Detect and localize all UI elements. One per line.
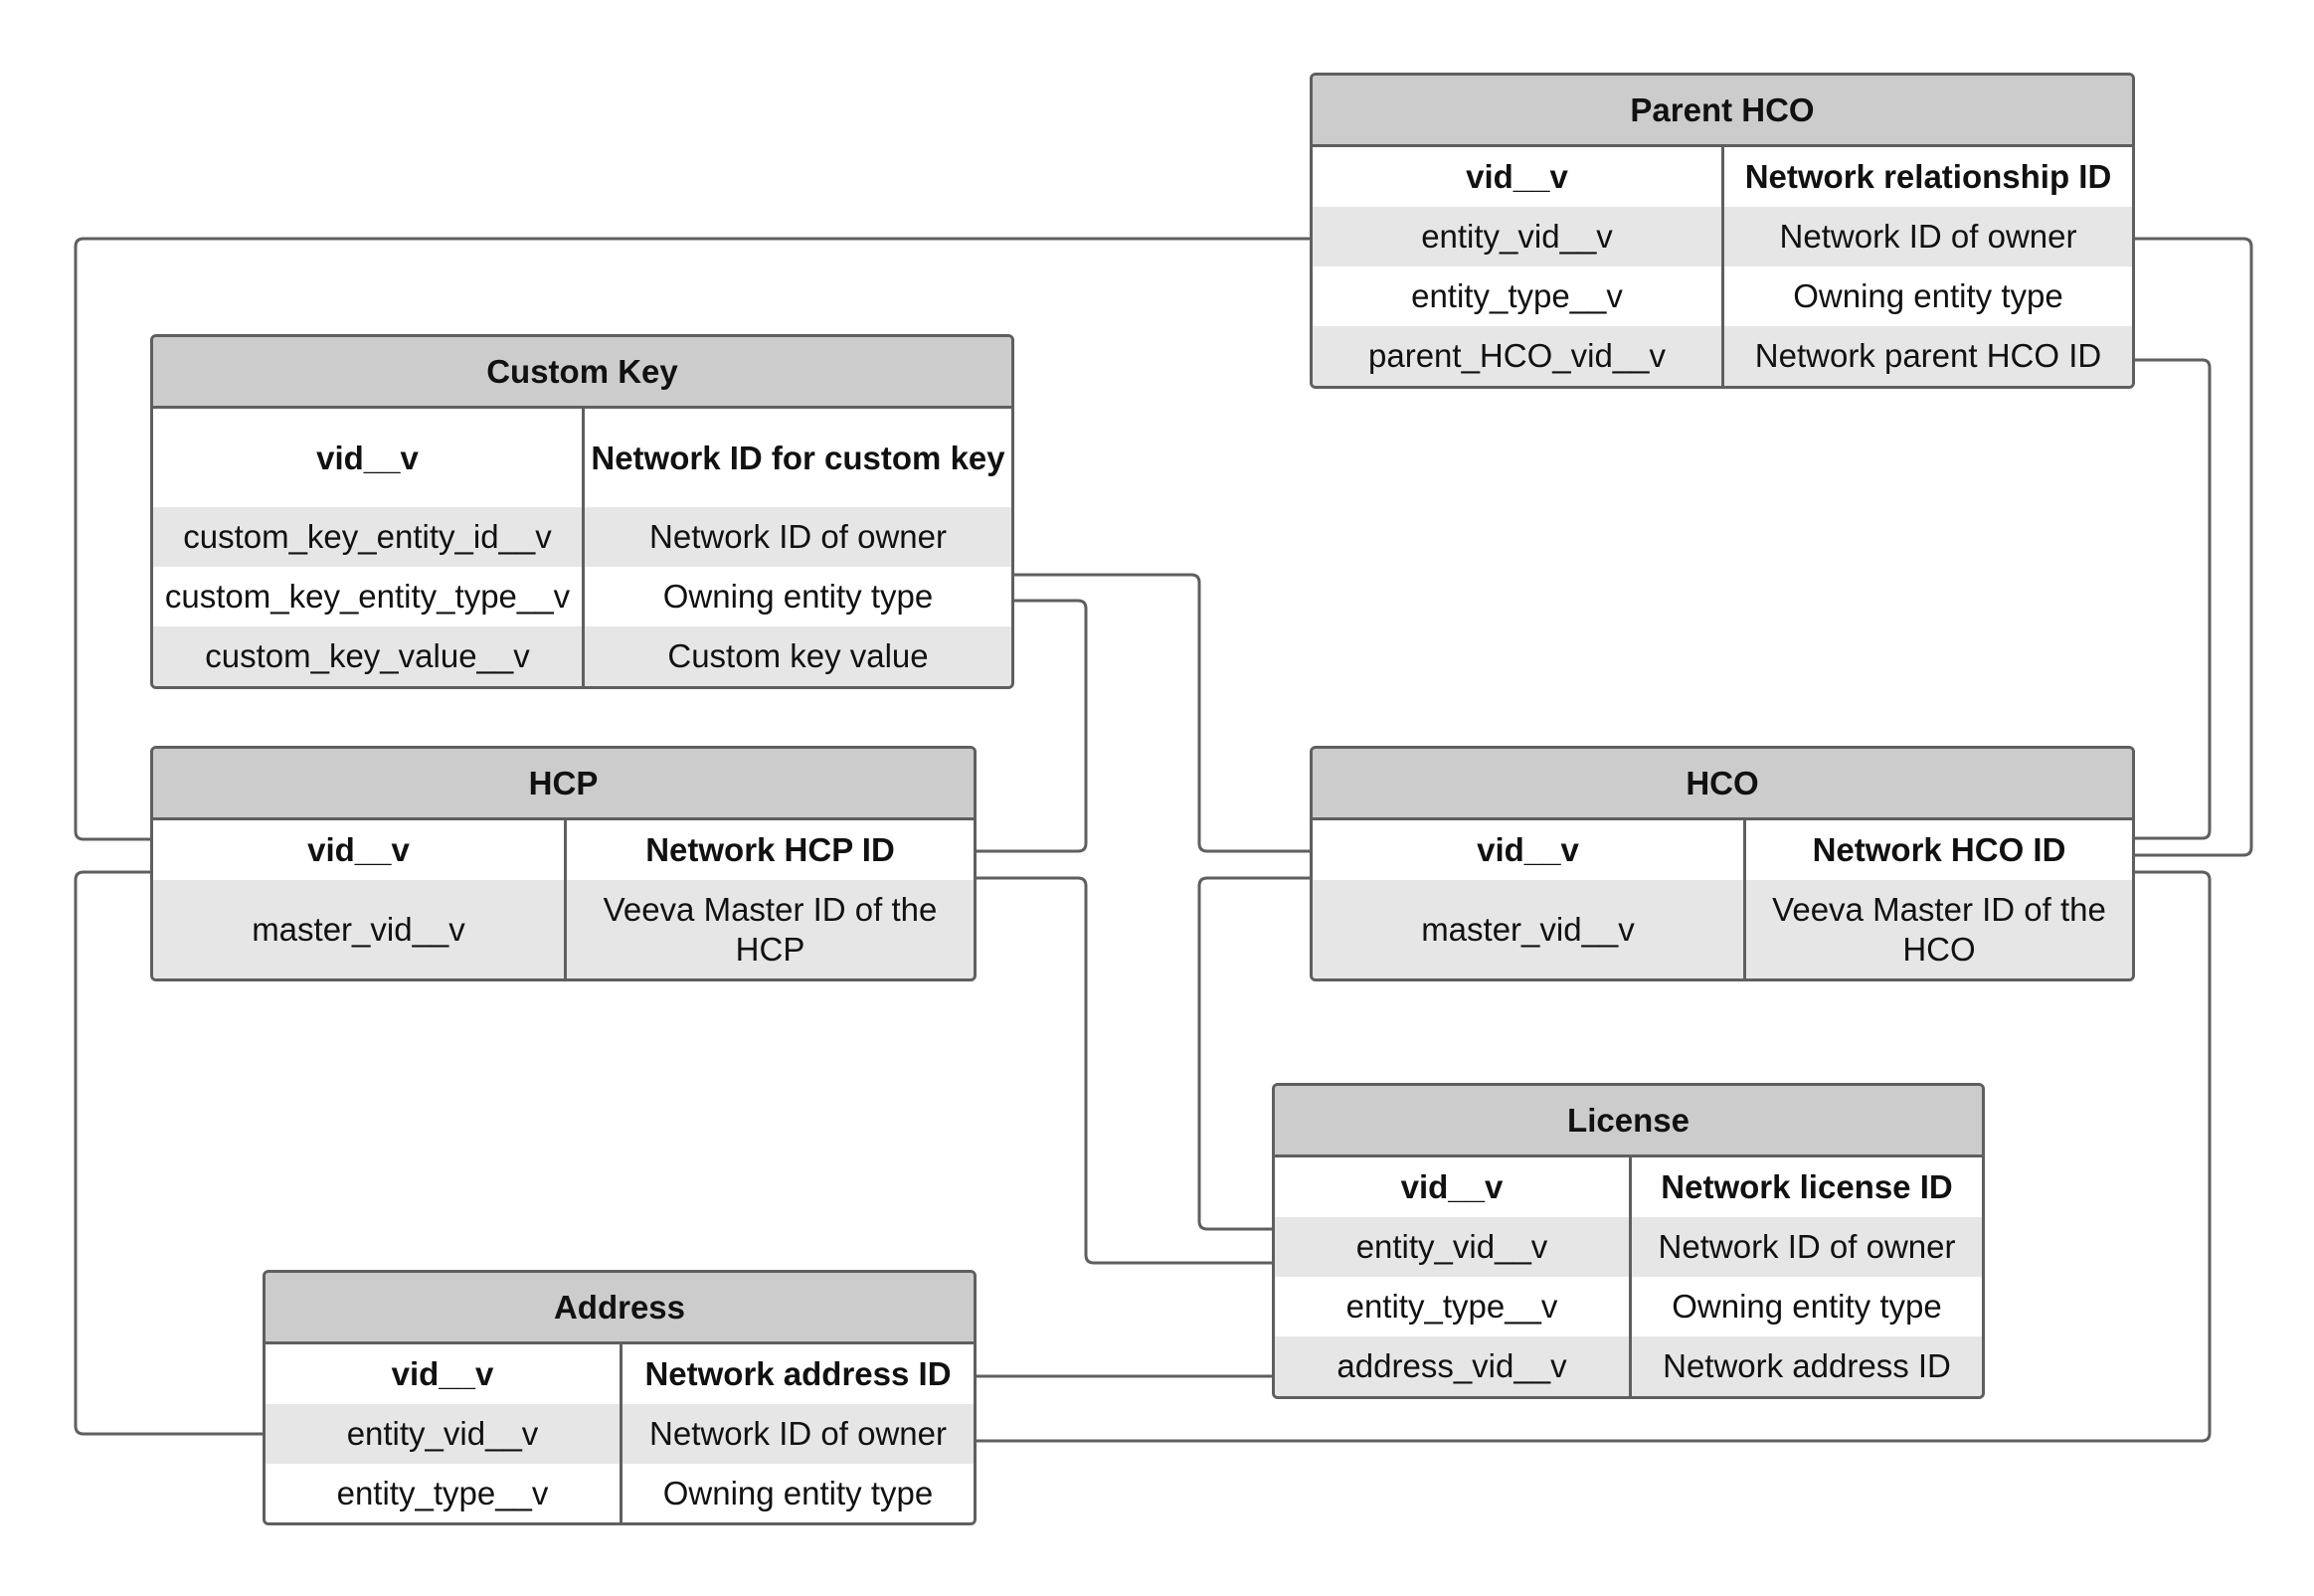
entity-row: entity_type__v Owning entity type bbox=[1313, 266, 2132, 326]
entity-row: entity_vid__v Network ID of owner bbox=[1275, 1217, 1982, 1277]
entity-row: master_vid__v Veeva Master ID of the HCP bbox=[153, 880, 974, 978]
field-name-cell: address_vid__v bbox=[1275, 1336, 1632, 1396]
entity-parent-hco[interactable]: Parent HCO vid__v Network relationship I… bbox=[1310, 73, 2135, 389]
entity-title: Parent HCO bbox=[1313, 76, 2132, 147]
field-description-cell: Network ID of owner bbox=[585, 507, 1011, 567]
entity-header-row: vid__v Network license ID bbox=[1275, 1157, 1982, 1217]
entity-row: custom_key_entity_type__v Owning entity … bbox=[153, 567, 1011, 626]
entity-row: entity_vid__v Network ID of owner bbox=[1313, 207, 2132, 266]
entity-header-row: vid__v Network address ID bbox=[266, 1344, 974, 1404]
connector-custom-key-type-to-hcp bbox=[975, 599, 1088, 853]
entity-hcp[interactable]: HCP vid__v Network HCP ID master_vid__v … bbox=[150, 746, 977, 981]
field-name-cell: vid__v bbox=[153, 409, 585, 507]
entity-row: entity_type__v Owning entity type bbox=[266, 1464, 974, 1522]
field-name-cell: entity_vid__v bbox=[266, 1404, 623, 1464]
connector-hcp-to-license bbox=[975, 876, 1285, 1265]
entity-row: entity_vid__v Network ID of owner bbox=[266, 1404, 974, 1464]
entity-license[interactable]: License vid__v Network license ID entity… bbox=[1272, 1083, 1985, 1399]
field-name-cell: entity_vid__v bbox=[1275, 1217, 1632, 1277]
entity-hco[interactable]: HCO vid__v Network HCO ID master_vid__v … bbox=[1310, 746, 2135, 981]
field-name-cell: custom_key_value__v bbox=[153, 626, 585, 686]
field-description-cell: Owning entity type bbox=[623, 1464, 974, 1522]
field-name-cell: vid__v bbox=[1313, 147, 1724, 207]
field-description-cell: Network address ID bbox=[623, 1344, 974, 1404]
field-description-cell: Network parent HCO ID bbox=[1724, 326, 2132, 386]
field-description-cell: Network ID for custom key bbox=[585, 409, 1011, 507]
field-description-cell: Custom key value bbox=[585, 626, 1011, 686]
field-description-cell: Owning entity type bbox=[1632, 1277, 1982, 1336]
connector-parent-entity-to-hcp bbox=[74, 237, 1323, 841]
field-description-cell: Owning entity type bbox=[585, 567, 1011, 626]
entity-title: HCO bbox=[1313, 749, 2132, 820]
field-description-cell: Veeva Master ID of the HCP bbox=[567, 880, 974, 978]
field-description-cell: Network license ID bbox=[1632, 1157, 1982, 1217]
field-name-cell: parent_HCO_vid__v bbox=[1313, 326, 1724, 386]
field-name-cell: entity_type__v bbox=[1275, 1277, 1632, 1336]
connector-address-to-hcp bbox=[74, 870, 265, 1436]
field-description-cell: Network address ID bbox=[1632, 1336, 1982, 1396]
field-description-cell: Veeva Master ID of the HCO bbox=[1746, 880, 2132, 978]
field-name-cell: master_vid__v bbox=[1313, 880, 1746, 978]
connector-parent-hco-to-hco bbox=[2132, 237, 2253, 857]
entity-title: License bbox=[1275, 1086, 1982, 1157]
field-description-cell: Network ID of owner bbox=[623, 1404, 974, 1464]
field-description-cell: Network relationship ID bbox=[1724, 147, 2132, 207]
entity-row: custom_key_entity_id__v Network ID of ow… bbox=[153, 507, 1011, 567]
field-name-cell: vid__v bbox=[266, 1344, 623, 1404]
field-name-cell: vid__v bbox=[1275, 1157, 1632, 1217]
entity-row: custom_key_value__v Custom key value bbox=[153, 626, 1011, 686]
field-description-cell: Network ID of owner bbox=[1724, 207, 2132, 266]
entity-row: entity_type__v Owning entity type bbox=[1275, 1277, 1982, 1336]
entity-row: address_vid__v Network address ID bbox=[1275, 1336, 1982, 1396]
entity-title: Address bbox=[266, 1273, 974, 1344]
field-description-cell: Network HCO ID bbox=[1746, 820, 2132, 880]
entity-header-row: vid__v Network HCP ID bbox=[153, 820, 974, 880]
field-name-cell: entity_type__v bbox=[266, 1464, 623, 1522]
entity-row: parent_HCO_vid__v Network parent HCO ID bbox=[1313, 326, 2132, 386]
field-name-cell: master_vid__v bbox=[153, 880, 567, 978]
field-description-cell: Network ID of owner bbox=[1632, 1217, 1982, 1277]
field-name-cell: custom_key_entity_id__v bbox=[153, 507, 585, 567]
field-name-cell: vid__v bbox=[153, 820, 567, 880]
entity-custom-key[interactable]: Custom Key vid__v Network ID for custom … bbox=[150, 334, 1014, 689]
connector-parent-entity-to-hco bbox=[2132, 358, 2212, 840]
field-description-cell: Owning entity type bbox=[1724, 266, 2132, 326]
field-name-cell: entity_vid__v bbox=[1313, 207, 1724, 266]
field-description-cell: Network HCP ID bbox=[567, 820, 974, 880]
connector-custom-key-entity-to-hco bbox=[1012, 573, 1323, 853]
entity-header-row: vid__v Network relationship ID bbox=[1313, 147, 2132, 207]
connector-hco-to-license bbox=[1197, 876, 1323, 1231]
entity-header-row: vid__v Network ID for custom key bbox=[153, 409, 1011, 507]
entity-row: master_vid__v Veeva Master ID of the HCO bbox=[1313, 880, 2132, 978]
field-name-cell: vid__v bbox=[1313, 820, 1746, 880]
entity-title: HCP bbox=[153, 749, 974, 820]
connector-address-to-hco bbox=[975, 870, 2212, 1443]
field-name-cell: entity_type__v bbox=[1313, 266, 1724, 326]
entity-title: Custom Key bbox=[153, 337, 1011, 409]
field-name-cell: custom_key_entity_type__v bbox=[153, 567, 585, 626]
entity-address[interactable]: Address vid__v Network address ID entity… bbox=[263, 1270, 977, 1525]
entity-header-row: vid__v Network HCO ID bbox=[1313, 820, 2132, 880]
